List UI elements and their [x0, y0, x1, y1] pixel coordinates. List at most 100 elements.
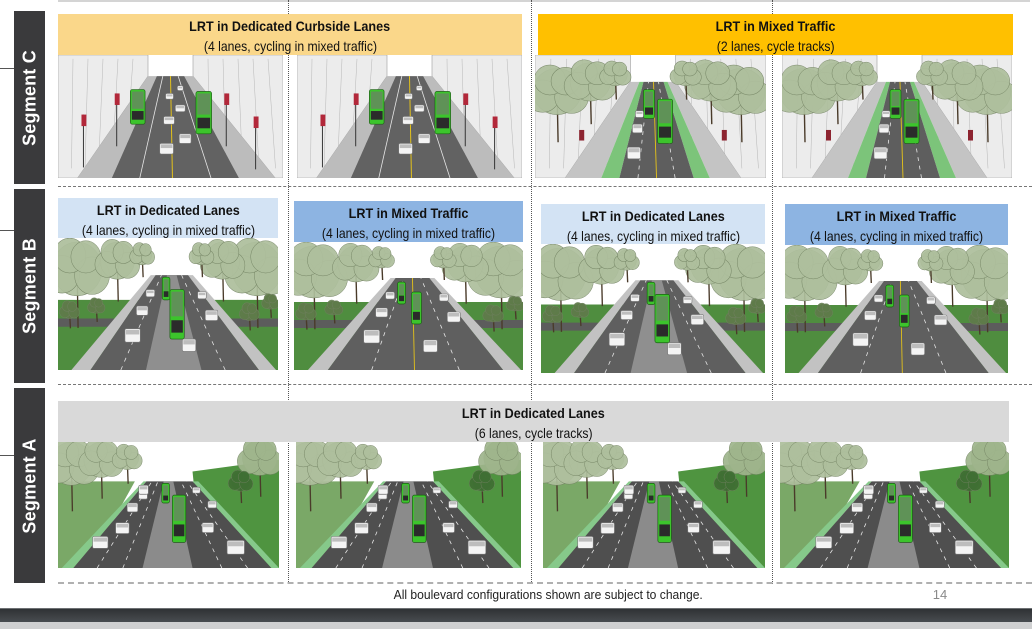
segment-b-illustration-1: [58, 238, 278, 370]
segment-c-curbside-header: LRT in Dedicated Curbside Lanes (4 lanes…: [58, 14, 522, 55]
segment-b-illustration-4: [785, 245, 1008, 373]
column-divider: [531, 0, 532, 584]
tree: [199, 239, 246, 302]
tree: [332, 243, 380, 304]
street-scene-svg: [535, 55, 766, 178]
segment-a-dedicated-header: LRT in Dedicated Lanes (6 lanes, cycle t…: [58, 401, 1009, 442]
banner: [114, 93, 120, 105]
tram: [195, 91, 212, 135]
car: [165, 93, 174, 100]
footer-base: [0, 622, 1032, 629]
banner: [353, 93, 359, 105]
cycle-track: [299, 481, 386, 568]
segment-a-illustration-4: [780, 442, 1009, 568]
car: [712, 540, 731, 555]
segment-a-illustration-1: [58, 442, 279, 568]
tree: [111, 443, 143, 484]
segment-c-illustration-2: [297, 55, 522, 178]
car: [377, 485, 389, 495]
segment-c-label: Segment C: [19, 49, 39, 146]
tree: [814, 302, 833, 327]
banner: [463, 93, 469, 105]
tree: [709, 64, 766, 143]
grass: [543, 481, 621, 568]
segment-c-mixed-header: LRT in Mixed Traffic (2 lanes, cycle tra…: [538, 14, 1013, 55]
building-line: [252, 58, 260, 169]
car: [197, 291, 207, 300]
row-divider: [58, 186, 1032, 187]
street-scene-svg: [543, 442, 765, 568]
car: [878, 123, 890, 134]
tree: [87, 297, 106, 322]
car: [635, 110, 644, 118]
tram: [885, 284, 894, 308]
lane-marking: [846, 481, 884, 568]
option-title: LRT in Dedicated Lanes: [581, 208, 725, 224]
car: [873, 294, 884, 303]
banner: [826, 129, 831, 141]
tree: [597, 443, 628, 484]
segment-c-illustration-3: [535, 55, 766, 178]
tree: [801, 442, 849, 499]
tram: [369, 89, 385, 125]
tree: [58, 238, 110, 328]
slide-top-rule: [58, 0, 1030, 2]
car: [163, 116, 175, 125]
transit-median: [142, 481, 193, 568]
building-line: [323, 58, 328, 169]
option-subtitle: (4 lanes, cycling in mixed traffic): [809, 228, 984, 244]
car: [926, 296, 936, 305]
column-divider: [772, 0, 773, 584]
tram: [898, 494, 913, 543]
tree: [467, 242, 523, 330]
transit-median: [382, 481, 433, 568]
center-line: [170, 76, 173, 178]
footer-bar: [0, 608, 1032, 623]
car: [677, 486, 687, 494]
street-scene-svg: [58, 55, 283, 178]
tram: [903, 98, 920, 144]
option-title: LRT in Dedicated Curbside Lanes: [189, 18, 391, 34]
option-title: LRT in Dedicated Lanes: [96, 202, 240, 218]
street-scene-svg: [780, 442, 1009, 568]
tree: [857, 249, 884, 284]
car: [620, 310, 633, 320]
lane-marking: [139, 76, 164, 178]
building: [431, 55, 522, 178]
car: [627, 146, 641, 160]
building: [192, 55, 283, 178]
tram: [172, 494, 187, 543]
tree: [955, 469, 983, 504]
car: [442, 522, 455, 533]
grass: [780, 481, 860, 568]
tree: [324, 299, 344, 324]
tree: [968, 307, 990, 335]
segment-b-label-box: Segment B: [14, 189, 45, 383]
car: [159, 143, 174, 155]
segment-c-label-box: Segment C: [14, 11, 45, 184]
tram: [657, 494, 672, 543]
tree: [748, 298, 765, 323]
tree: [674, 248, 700, 283]
car: [201, 522, 214, 533]
segment-a-illustration-2: [296, 442, 521, 568]
tree: [835, 443, 868, 484]
lane-marking: [908, 280, 947, 373]
banner: [253, 116, 259, 129]
tram: [889, 89, 902, 119]
cycle-track: [601, 81, 644, 178]
car: [414, 104, 425, 112]
street-scene-svg: [294, 242, 523, 370]
car: [608, 332, 626, 347]
car: [690, 314, 704, 325]
option-subtitle: (4 lanes, cycling in mixed traffic): [81, 222, 255, 238]
segment-a-illustration-3: [543, 442, 765, 568]
tree: [713, 469, 740, 504]
car: [612, 502, 624, 513]
car: [863, 485, 874, 495]
car: [416, 85, 423, 91]
lane-marking: [666, 481, 708, 568]
car: [682, 296, 693, 304]
car: [687, 522, 700, 533]
segment-b-illustration-2: [294, 242, 523, 370]
